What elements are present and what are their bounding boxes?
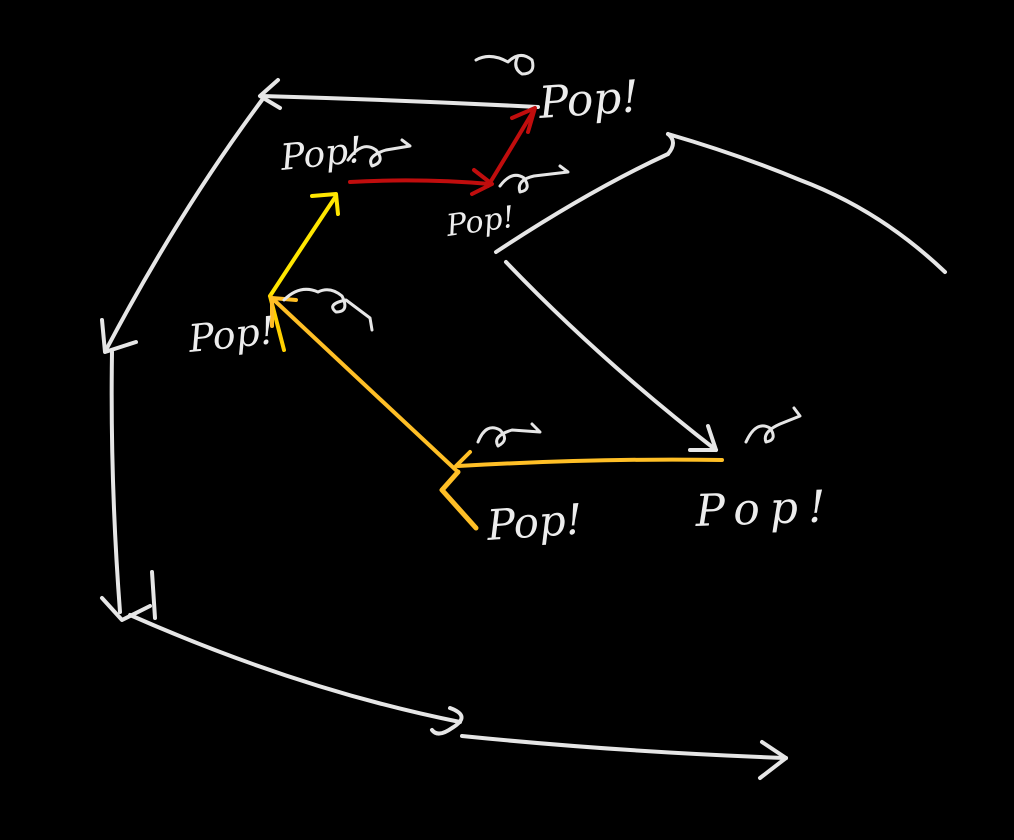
- swirls: [282, 54, 802, 448]
- pop-label: Pop!: [443, 200, 516, 244]
- right-down-line: [504, 260, 718, 452]
- swirl-icon: [474, 54, 535, 76]
- yellow-arrowhead: [310, 192, 340, 216]
- left-diagonal-arrowhead: [100, 318, 138, 354]
- swirl-icon: [282, 287, 374, 332]
- swirl-icon: [476, 422, 542, 448]
- swirl-icon: [346, 138, 412, 168]
- right-top-hook: [666, 132, 675, 156]
- orange-tail: [439, 469, 479, 531]
- red-diagonal-line: [486, 108, 536, 188]
- top-horizontal-line: [260, 94, 540, 109]
- red-horizontal-line: [348, 178, 492, 186]
- orange-horizontal-arrowhead: [454, 450, 472, 468]
- white-outer-path: [100, 78, 788, 780]
- left-vertical-tick: [150, 570, 157, 620]
- white-right-path: [494, 132, 947, 452]
- right-top-curve: [666, 132, 947, 274]
- orange-horizontal-line: [456, 457, 724, 468]
- bottom-right-arrowhead: [758, 740, 788, 780]
- orange-diagonal-arrowhead: [270, 296, 298, 328]
- pop-label: Pop!: [278, 130, 365, 179]
- pop-label: Pop!: [185, 308, 277, 361]
- pop-label: Pop!: [694, 481, 837, 537]
- bottom-horizontal-line: [460, 734, 788, 760]
- labels: Pop! Pop! Pop! Pop! Pop! Pop!: [185, 71, 836, 550]
- bottom-loop-mark: [430, 706, 464, 736]
- yellow-line: [268, 194, 338, 298]
- right-down-arrowhead: [688, 424, 718, 452]
- right-descending-line: [494, 152, 670, 254]
- red-diagonal-arrowhead: [510, 106, 537, 134]
- top-left-arrowhead: [258, 78, 282, 110]
- red-path: [348, 106, 537, 196]
- red-horizontal-arrowhead: [470, 168, 494, 196]
- bottom-diagonal-line: [128, 613, 462, 724]
- left-vertical-arrowhead: [100, 596, 152, 622]
- swirl-icon: [744, 406, 802, 444]
- left-vertical-line: [109, 350, 122, 614]
- swirl-icon: [498, 164, 570, 194]
- orange-path: [270, 296, 724, 531]
- orange-diagonal-line: [272, 298, 460, 474]
- pop-label: Pop!: [536, 71, 640, 129]
- pop-label: Pop!: [484, 494, 584, 550]
- left-diagonal-line: [104, 98, 264, 352]
